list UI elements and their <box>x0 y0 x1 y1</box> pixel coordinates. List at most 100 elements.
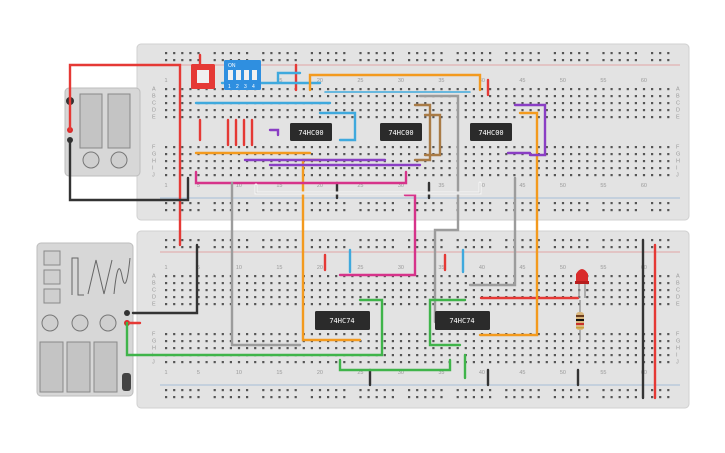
square-wave-icon <box>71 257 84 296</box>
chip-label: 74HC74 <box>329 317 354 325</box>
row-letter: F <box>676 332 680 338</box>
column-number: 55 <box>600 183 606 189</box>
row-letter: B <box>152 281 156 287</box>
breadboard-bottom: 1155101015152020252530303535404045455050… <box>136 230 690 409</box>
column-number: 10 <box>236 370 242 376</box>
column-number: 60 <box>641 183 647 189</box>
dip-pos-1: 1 <box>228 84 231 90</box>
row-letter: G <box>152 339 156 345</box>
row-letter: H <box>676 159 680 165</box>
ic-74hc74-1: 74HC74 <box>315 311 370 330</box>
wires <box>68 53 657 400</box>
column-number: 55 <box>600 78 606 84</box>
row-letter: J <box>676 360 679 366</box>
ic-74hc00-2: 74HC00 <box>380 123 422 141</box>
ic-74hc00-1: 74HC00 <box>290 123 332 141</box>
row-letter: E <box>152 115 156 121</box>
row-letter: F <box>152 145 156 151</box>
row-letter: H <box>152 159 156 165</box>
row-letter: D <box>676 295 680 301</box>
column-number: 55 <box>600 370 606 376</box>
column-number: 40 <box>479 265 485 271</box>
column-number: 10 <box>236 183 242 189</box>
column-number: 30 <box>398 265 404 271</box>
dip-pos-4: 4 <box>252 84 255 90</box>
column-number: 60 <box>641 78 647 84</box>
row-letter: A <box>152 87 156 93</box>
dip-pos-2: 2 <box>236 84 239 90</box>
column-number: 10 <box>236 265 242 271</box>
led-red <box>575 269 589 298</box>
column-number: 30 <box>398 78 404 84</box>
column-number: 25 <box>357 265 363 271</box>
column-number: 20 <box>317 370 323 376</box>
column-number: 1 <box>164 78 167 84</box>
row-letter: A <box>676 87 680 93</box>
column-number: 1 <box>164 265 167 271</box>
column-number: 50 <box>560 78 566 84</box>
row-letter: C <box>152 101 156 107</box>
column-number: 35 <box>438 78 444 84</box>
row-letter: I <box>676 166 678 172</box>
column-number: 45 <box>519 370 525 376</box>
column-number: 15 <box>276 265 282 271</box>
dip-pos-3: 3 <box>244 84 247 90</box>
row-letter: F <box>152 332 156 338</box>
column-number: 25 <box>357 78 363 84</box>
row-letter: B <box>152 94 156 100</box>
chip-label: 74HC00 <box>478 129 503 137</box>
column-number: 15 <box>276 370 282 376</box>
column-number: 5 <box>197 370 200 376</box>
row-letter: B <box>676 281 680 287</box>
row-letter: H <box>152 346 156 352</box>
column-number: 40 <box>479 183 485 189</box>
column-number: 35 <box>438 370 444 376</box>
chip-label: 74HC00 <box>298 129 323 137</box>
column-number: 40 <box>479 370 485 376</box>
row-letter: E <box>676 302 680 308</box>
column-number: 45 <box>519 265 525 271</box>
triangle-wave-icon <box>87 259 113 295</box>
column-number: 20 <box>317 265 323 271</box>
slide-switch[interactable] <box>191 64 215 89</box>
row-letter: G <box>676 339 680 345</box>
column-number: 5 <box>197 183 200 189</box>
row-letter: C <box>676 288 680 294</box>
ic-74hc74-2: 74HC74 <box>435 311 490 330</box>
column-number: 30 <box>398 370 404 376</box>
column-number: 1 <box>164 370 167 376</box>
column-number: 55 <box>600 265 606 271</box>
dip-switch-4[interactable]: ON 1 2 3 4 <box>224 60 261 90</box>
column-number: 15 <box>276 78 282 84</box>
power-supply <box>64 87 141 177</box>
row-letter: I <box>676 353 678 359</box>
column-number: 35 <box>438 183 444 189</box>
column-number: 40 <box>479 78 485 84</box>
column-number: 50 <box>560 370 566 376</box>
row-letter: D <box>152 295 156 301</box>
sine-wave-icon <box>113 257 131 295</box>
row-letter: E <box>676 115 680 121</box>
row-letter: B <box>676 94 680 100</box>
row-letter: A <box>152 274 156 280</box>
column-number: 20 <box>317 183 323 189</box>
row-letter: H <box>676 346 680 352</box>
column-number: 45 <box>519 183 525 189</box>
chip-label: 74HC74 <box>449 317 474 325</box>
column-number: 50 <box>560 265 566 271</box>
row-letter: I <box>152 166 154 172</box>
row-letter: C <box>152 288 156 294</box>
function-generator <box>36 242 134 397</box>
row-letter: F <box>676 145 680 151</box>
row-letter: J <box>152 360 155 366</box>
column-number: 20 <box>317 78 323 84</box>
row-letter: G <box>676 152 680 158</box>
column-number: 30 <box>398 183 404 189</box>
column-number: 25 <box>357 370 363 376</box>
column-number: 50 <box>560 183 566 189</box>
dip-on-label: ON <box>228 63 236 69</box>
row-letter: A <box>676 274 680 280</box>
row-letter: J <box>152 173 155 179</box>
column-number: 25 <box>357 183 363 189</box>
